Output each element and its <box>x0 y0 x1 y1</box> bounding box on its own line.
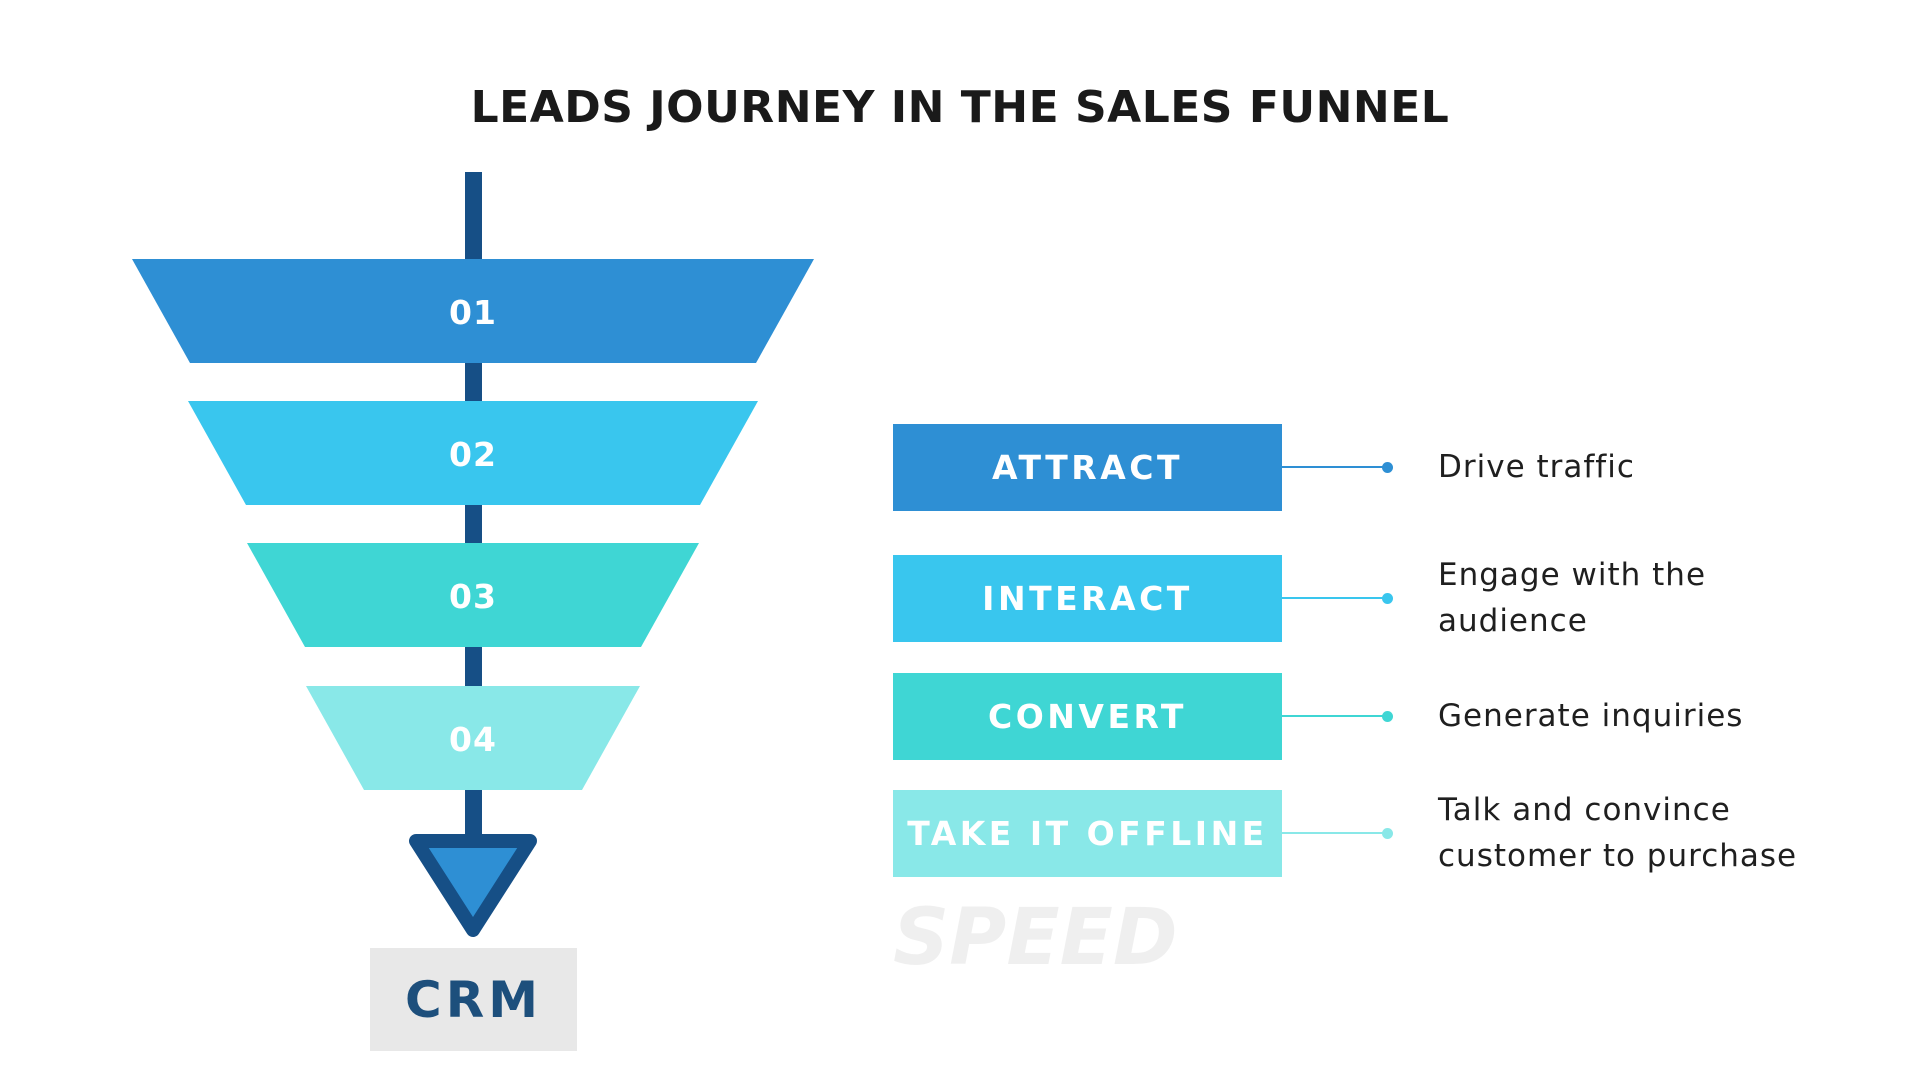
step-connector <box>1282 466 1388 468</box>
step-connector-dot <box>1382 828 1393 839</box>
step-convert-box: CONVERT <box>893 673 1282 760</box>
step-label: TAKE IT OFFLINE <box>907 814 1268 853</box>
step-connector <box>1282 715 1388 717</box>
funnel-stage-1-number: 01 <box>449 293 497 332</box>
funnel-stage-3-number: 03 <box>449 577 497 616</box>
step-description-line: Talk and convince <box>1438 792 1731 828</box>
funnel-stage-2-number: 02 <box>449 435 497 474</box>
step-connector-dot <box>1382 711 1393 722</box>
step-label: INTERACT <box>982 579 1193 618</box>
step-connector-dot <box>1382 593 1393 604</box>
step-take-it-offline-box: TAKE IT OFFLINE <box>893 790 1282 877</box>
watermark-text: SPEED <box>893 900 1178 972</box>
step-interact-box: INTERACT <box>893 555 1282 642</box>
funnel-stage-3 <box>247 543 699 647</box>
step-label: CONVERT <box>988 697 1187 736</box>
step-description-line: customer to purchase <box>1438 838 1798 874</box>
step-attract-box: ATTRACT <box>893 424 1282 511</box>
funnel-stage-4 <box>306 686 640 790</box>
step-description: Talk and convince customer to purchase <box>1438 787 1878 879</box>
step-label: ATTRACT <box>992 448 1183 487</box>
step-description: Drive traffic <box>1438 444 1878 490</box>
watermark-logo: SPEED <box>893 900 1178 972</box>
step-description-line: Engage with the <box>1438 557 1707 593</box>
step-description-line: audience <box>1438 603 1588 639</box>
diagram-title: LEADS JOURNEY IN THE SALES FUNNEL <box>470 82 1450 133</box>
step-connector-dot <box>1382 462 1393 473</box>
funnel-stage-2 <box>188 401 758 505</box>
crm-label: CRM <box>405 970 542 1029</box>
step-connector <box>1282 597 1388 599</box>
funnel-stage-4-number: 04 <box>449 720 497 759</box>
step-connector <box>1282 832 1388 834</box>
step-description-line: Generate inquiries <box>1438 698 1744 734</box>
step-description: Engage with the audience <box>1438 552 1878 644</box>
funnel-stage-1 <box>132 259 814 363</box>
step-description-line: Drive traffic <box>1438 449 1635 485</box>
crm-box: CRM <box>370 948 577 1051</box>
funnel-arrow-head <box>409 834 537 937</box>
step-description: Generate inquiries <box>1438 693 1878 739</box>
